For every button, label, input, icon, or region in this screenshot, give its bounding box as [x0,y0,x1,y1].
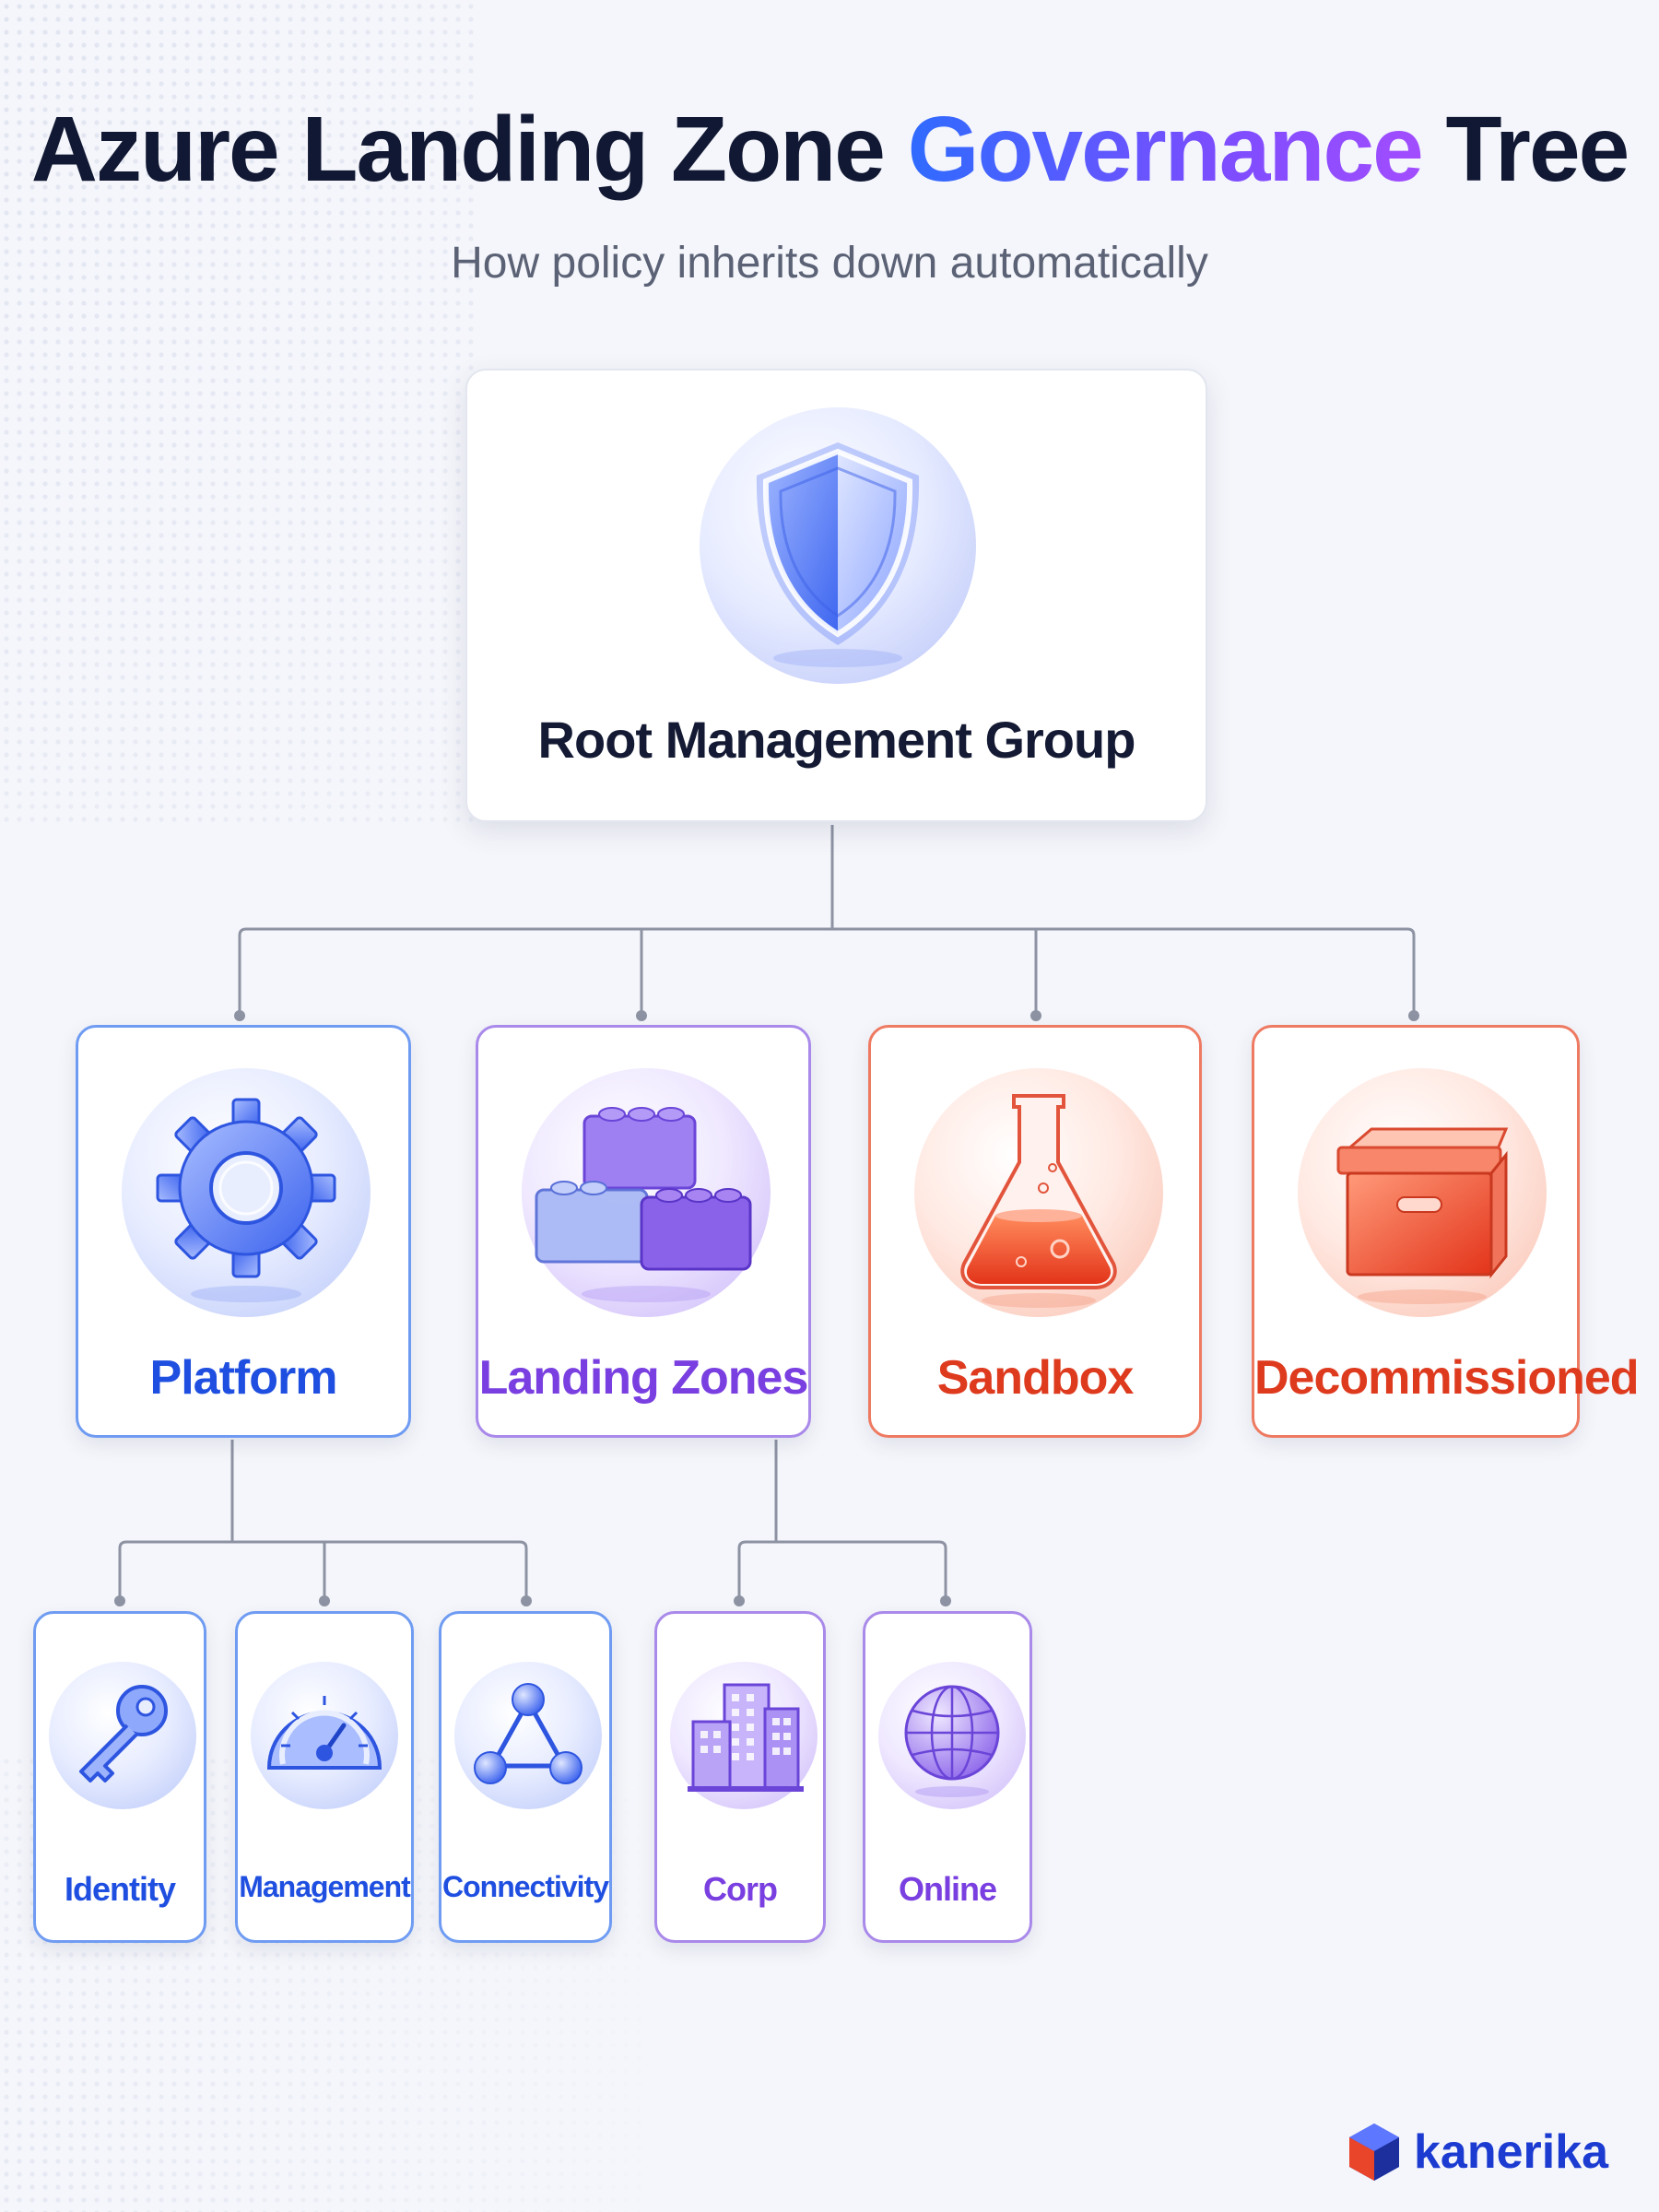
connectivity-card[interactable]: Connectivity [439,1611,612,1943]
gear-icon [112,1059,380,1326]
title-accent-word: Governance [907,98,1424,201]
flask-icon [905,1059,1172,1326]
archive-box-icon [1288,1059,1556,1326]
root-label: Root Management Group [537,711,1136,769]
identity-label: Identity [64,1870,176,1908]
corp-label: Corp [703,1870,778,1908]
blocks-icon [512,1059,780,1326]
decommissioned-card[interactable]: Decommissioned [1252,1025,1640,1438]
brand-logo: kanerika [1346,2120,1608,2184]
network-icon [450,1657,606,1814]
globe-icon [874,1657,1030,1814]
connectivity-label: Connectivity [441,1870,609,1903]
page-title: Azure Landing Zone Governance Tree [30,98,1630,201]
decommissioned-label: Decommissioned [1254,1351,1640,1405]
online-label: Online [898,1870,997,1908]
online-card[interactable]: Online [863,1611,1032,1943]
sandbox-card[interactable]: Sandbox [868,1025,1202,1438]
brand-name: kanerika [1414,2125,1609,2179]
root-management-group-card[interactable]: Root Management Group [465,369,1207,822]
management-card[interactable]: Management [235,1611,414,1943]
gauge-icon [246,1657,403,1814]
management-label: Management [239,1870,411,1903]
identity-card[interactable]: Identity [33,1611,206,1943]
building-icon [665,1657,822,1814]
key-icon [44,1657,201,1814]
kanerika-logo-icon [1346,2122,1403,2183]
corp-card[interactable]: Corp [654,1611,826,1943]
page-subtitle: How policy inherits down automatically [451,239,1208,288]
shield-icon [690,398,985,693]
landing-zones-label: Landing Zones [478,1351,809,1405]
platform-card[interactable]: Platform [76,1025,411,1438]
sandbox-label: Sandbox [936,1351,1135,1405]
landing-zones-card[interactable]: Landing Zones [476,1025,811,1438]
platform-label: Platform [149,1351,338,1405]
